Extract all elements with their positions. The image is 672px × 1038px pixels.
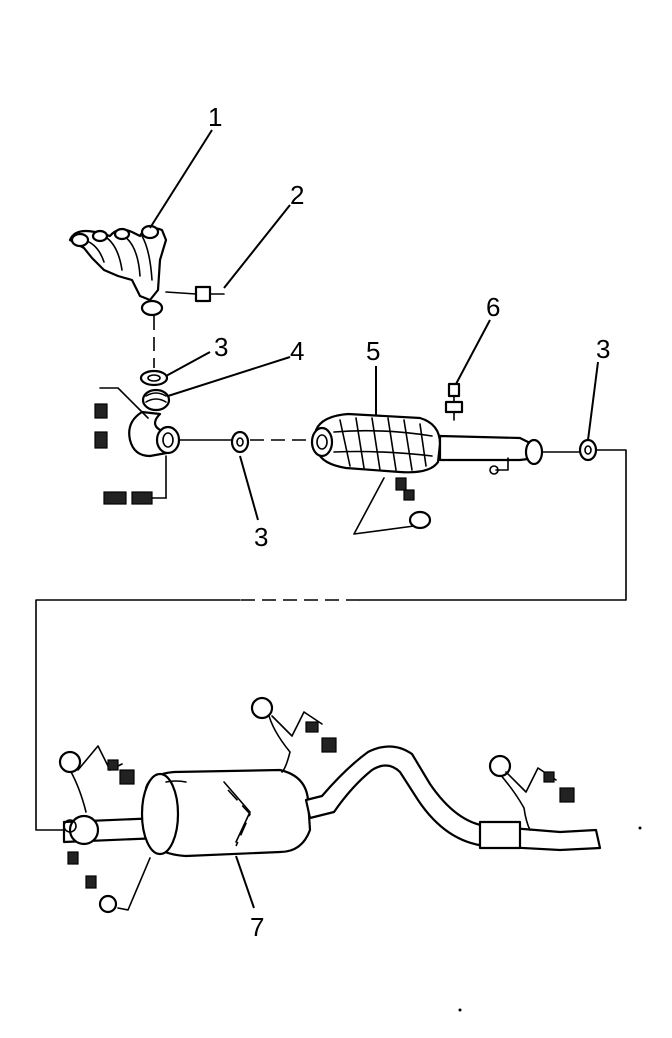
gasket-left <box>230 430 250 454</box>
catalytic-converter <box>310 412 544 535</box>
callout-1: 1 <box>208 102 222 132</box>
gasket-right <box>541 438 598 462</box>
manifold-stud <box>165 285 225 303</box>
oxygen-sensor <box>444 382 464 421</box>
manifold-seal <box>139 369 169 387</box>
callout-2: 2 <box>290 180 304 210</box>
front-pipe <box>94 387 181 505</box>
callout-7: 7 <box>250 912 264 942</box>
muffler-assembly <box>58 696 602 914</box>
dot-mark <box>638 826 642 830</box>
callout-5: 5 <box>366 336 380 366</box>
leader-lines <box>149 129 599 909</box>
assembly-route <box>35 449 627 831</box>
callout-6: 6 <box>486 292 500 322</box>
exhaust-manifold <box>68 224 168 317</box>
callout-3-seal: 3 <box>214 332 228 362</box>
callout-4: 4 <box>290 336 304 366</box>
dot-mark <box>458 1008 462 1012</box>
callout-3-left: 3 <box>254 522 268 552</box>
callout-3-right: 3 <box>596 334 610 364</box>
flange-spring <box>141 388 171 412</box>
